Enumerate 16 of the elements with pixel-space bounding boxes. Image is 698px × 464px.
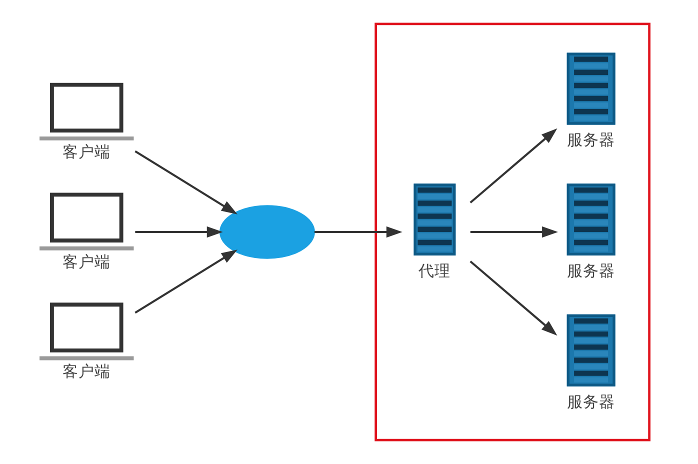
arrow: [314, 226, 402, 238]
node-cloud: [219, 205, 315, 259]
arrow: [134, 150, 238, 214]
cluster: [374, 22, 650, 442]
node-label: 客户端: [62, 252, 110, 271]
arrow: [134, 250, 238, 314]
arrow: [470, 226, 558, 238]
node-label: 代理: [418, 260, 450, 280]
node-label: 客户端: [62, 362, 110, 381]
node-label: 服务器: [566, 130, 615, 150]
node-label: 客户端: [62, 142, 110, 161]
arrow: [470, 128, 558, 204]
arrow: [135, 226, 223, 238]
arrow: [470, 260, 558, 336]
node-label: 服务器: [566, 392, 615, 411]
node-label: 服务器: [566, 260, 615, 280]
